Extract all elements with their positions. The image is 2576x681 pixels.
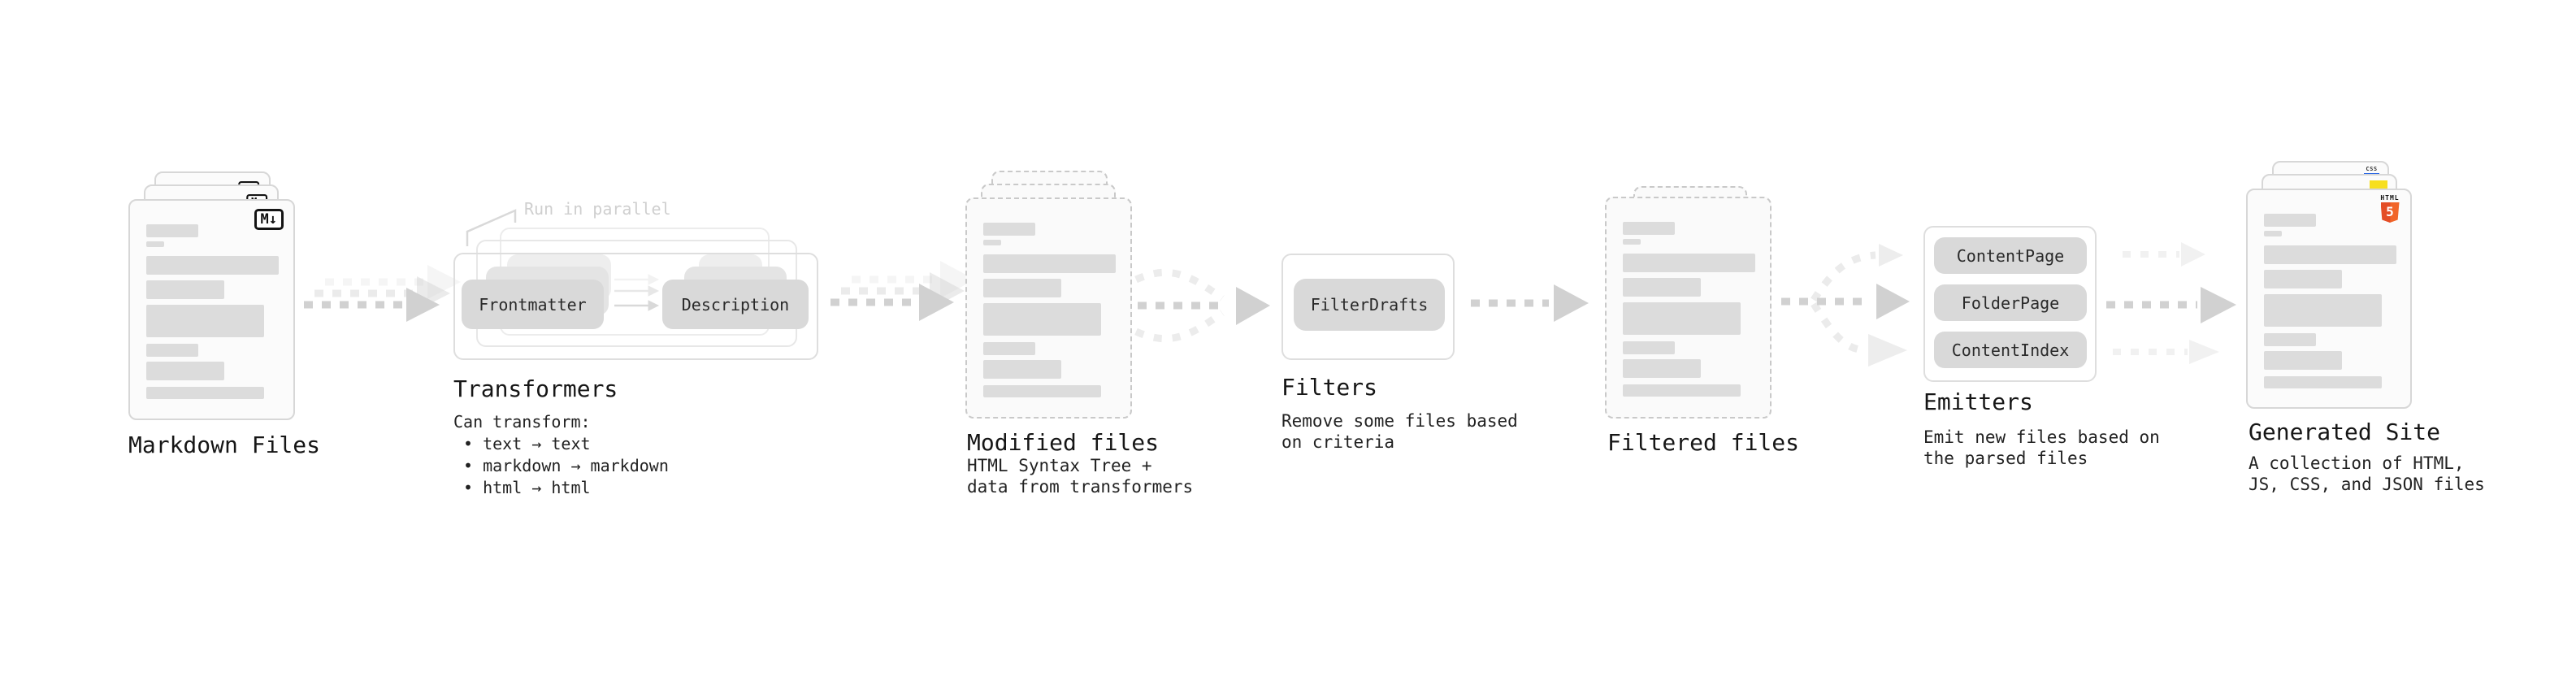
arrow-filters-to-filtered <box>1471 284 1589 322</box>
skeleton-text-bar <box>1623 302 1741 335</box>
skeleton-text-bar <box>983 240 1001 245</box>
run-in-parallel-leader-line <box>466 209 517 246</box>
emitters-box <box>1923 226 2097 382</box>
arrow-markdown-to-transformers <box>304 265 461 322</box>
filters-box <box>1281 254 1455 360</box>
folderpage-emitter: FolderPage <box>1934 284 2087 321</box>
skeleton-text-bar <box>146 280 224 299</box>
stage-caption-title: Can transform: <box>453 412 591 432</box>
contentpage-emitter: ContentPage <box>1934 237 2087 274</box>
arrow-modified-to-filters <box>1134 268 1270 343</box>
skeleton-text-bar <box>983 223 1035 236</box>
stage-caption: Remove some files based on criteria <box>1281 411 1518 452</box>
skeleton-text-bar <box>2264 333 2316 346</box>
arrow-transformers-to-modified <box>830 261 975 321</box>
skeleton-text-bar <box>1623 384 1741 397</box>
skeleton-text-bar <box>146 241 164 247</box>
frontmatter-transformer: Frontmatter <box>462 280 604 329</box>
markdown-icon: M↓ <box>254 209 284 230</box>
contentindex-emitter: ContentIndex <box>1934 332 2087 368</box>
stage-label: Filters <box>1281 374 1378 401</box>
skeleton-text-bar <box>1623 341 1675 354</box>
skeleton-text-bar <box>2264 231 2282 236</box>
stage-caption: Emit new files based on the parsed files <box>1923 427 2160 468</box>
skeleton-text-bar <box>146 305 264 337</box>
skeleton-text-bar <box>2264 376 2382 388</box>
skeleton-text-bar <box>2264 214 2316 227</box>
arrow-filtered-to-emitters <box>1781 244 1910 367</box>
skeleton-text-bar <box>146 387 264 399</box>
skeleton-text-bar <box>2264 270 2342 288</box>
skeleton-text-bar <box>983 303 1101 336</box>
file-card-front <box>1605 197 1772 419</box>
skeleton-text-bar <box>1623 239 1641 245</box>
skeleton-text-bar <box>983 342 1035 355</box>
stage-caption: HTML Syntax Tree + data from transformer… <box>967 456 1194 497</box>
skeleton-text-bar <box>983 254 1116 273</box>
transformer-box-front <box>453 253 818 360</box>
skeleton-text-bar <box>983 385 1101 397</box>
stage-label: Modified files <box>967 429 1160 456</box>
transformer-mini-arrows <box>614 274 660 311</box>
stage-label: Filtered files <box>1607 429 1800 456</box>
skeleton-text-bar <box>146 344 198 357</box>
stage-label: Markdown Files <box>128 432 321 458</box>
file-card-front <box>965 197 1132 419</box>
skeleton-text-bar <box>1623 222 1675 235</box>
js-icon <box>2370 180 2387 189</box>
skeleton-text-bar <box>2264 245 2396 264</box>
skeleton-text-bar <box>146 224 198 237</box>
stage-caption-bullets: • text → text • markdown → markdown • ht… <box>463 434 669 497</box>
skeleton-text-bar <box>983 360 1061 379</box>
arrows-emitters-to-site <box>2106 242 2236 364</box>
stage-label: Emitters <box>1923 388 2033 415</box>
stage-label: Transformers <box>453 375 618 402</box>
skeleton-text-bar <box>146 362 224 380</box>
skeleton-text-bar <box>146 256 279 275</box>
description-transformer: Description <box>662 280 809 329</box>
file-card-front: HTML 5 <box>2246 189 2412 409</box>
skeleton-text-bar <box>2264 351 2342 370</box>
skeleton-text-bar <box>1623 278 1701 297</box>
skeleton-text-bar <box>1623 254 1755 272</box>
run-in-parallel-note: Run in parallel <box>524 199 671 219</box>
stage-label: Generated Site <box>2249 419 2441 445</box>
html5-icon: HTML 5 <box>2379 194 2400 223</box>
file-card-front: M↓ <box>128 199 295 420</box>
filterdrafts-filter: FilterDrafts <box>1294 279 1445 331</box>
stage-caption: A collection of HTML, JS, CSS, and JSON … <box>2249 453 2485 494</box>
skeleton-text-bar <box>983 279 1061 297</box>
skeleton-text-bar <box>2264 294 2382 327</box>
skeleton-text-bar <box>1623 359 1701 378</box>
